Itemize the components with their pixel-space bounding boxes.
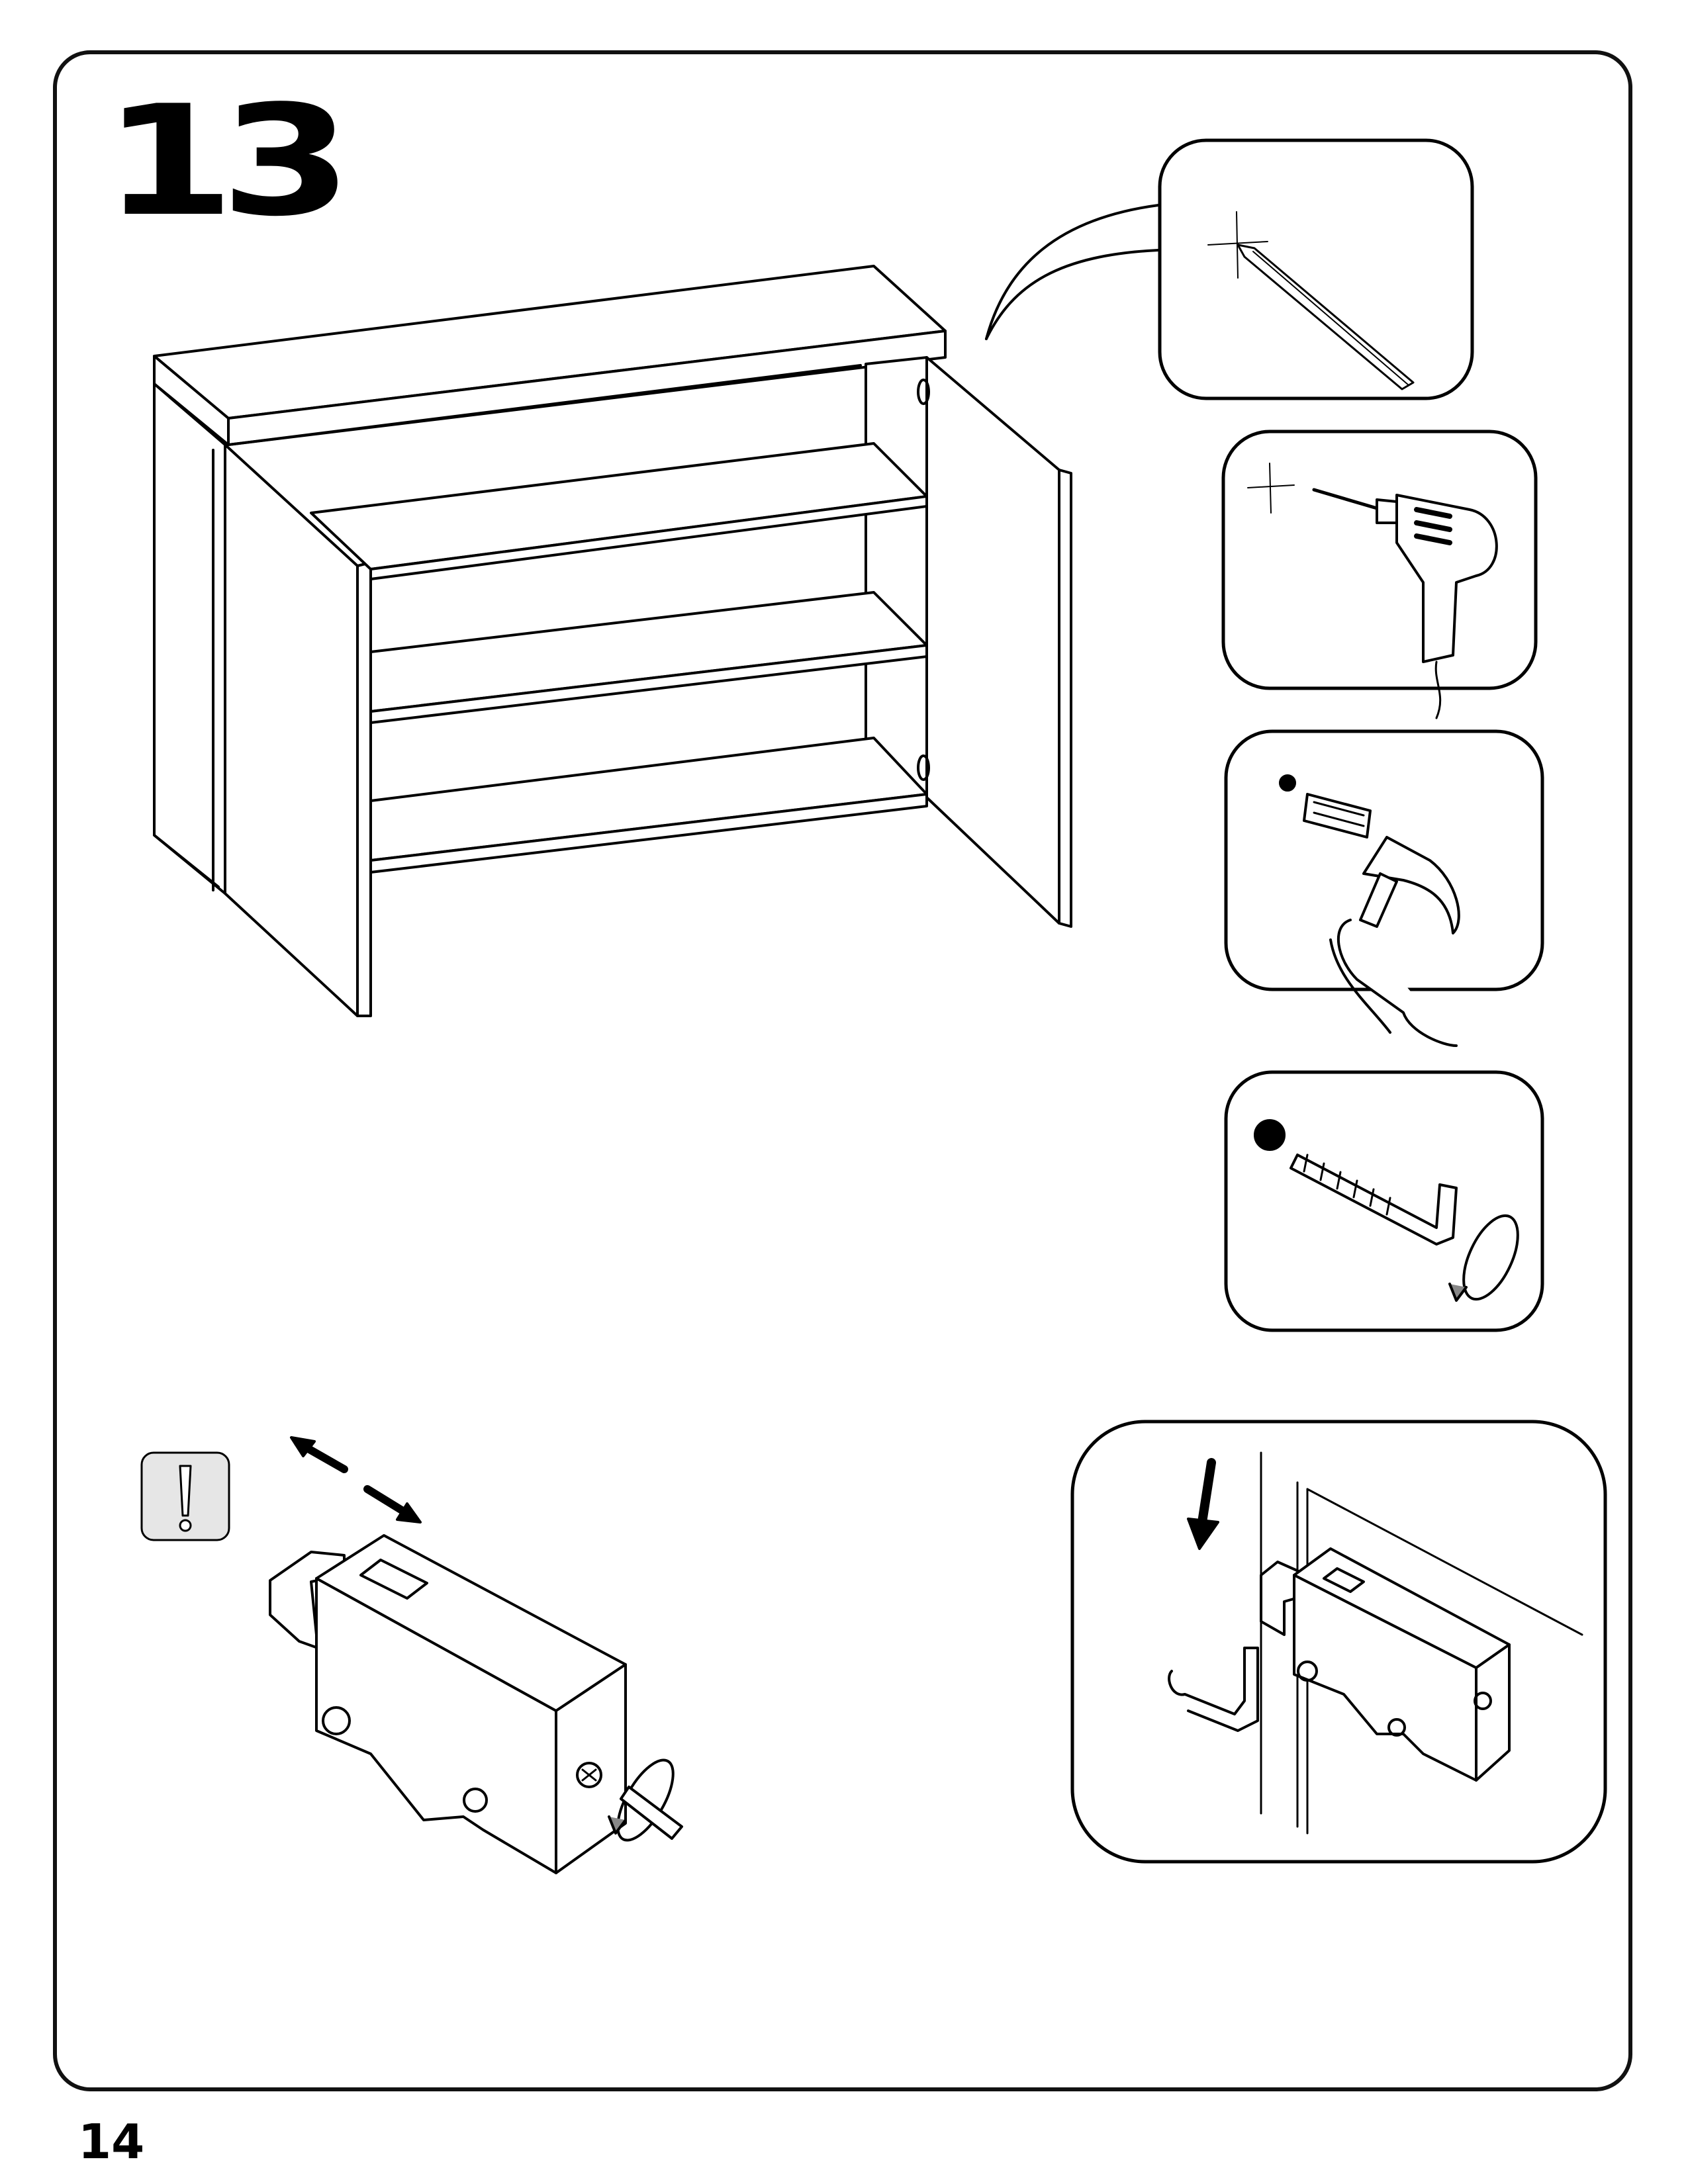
mounting-panel [1070,1420,1607,1864]
double-arrow-icon [290,1436,422,1524]
hammer-wall-plug-icon [1279,774,1460,1047]
callout-curve-2 [985,249,1160,340]
page-number: 14 [78,2114,145,2169]
step-number: 13 [103,73,353,250]
exclamation-mark-icon [179,1465,192,1532]
hammer-panel [1224,729,1544,1047]
warning-icon-box [140,1451,230,1541]
down-arrow-icon [1187,1458,1219,1550]
page-frame [53,50,1632,2091]
clockwise-rotate-icon [1448,1214,1519,1302]
callout-curve [985,204,1160,340]
cabinet-illustration [153,265,1072,1017]
electric-drill-icon [1247,463,1498,719]
drill-panel [1221,430,1538,719]
hinge-adjuster-detail [269,1534,683,1874]
pencil-panel [1158,138,1474,400]
screw-hook-panel [1224,1070,1544,1332]
pencil-mark-icon [1207,211,1415,390]
screw-hook-icon [1254,1119,1458,1246]
screwdriver-rotate-icon [608,1758,683,1842]
